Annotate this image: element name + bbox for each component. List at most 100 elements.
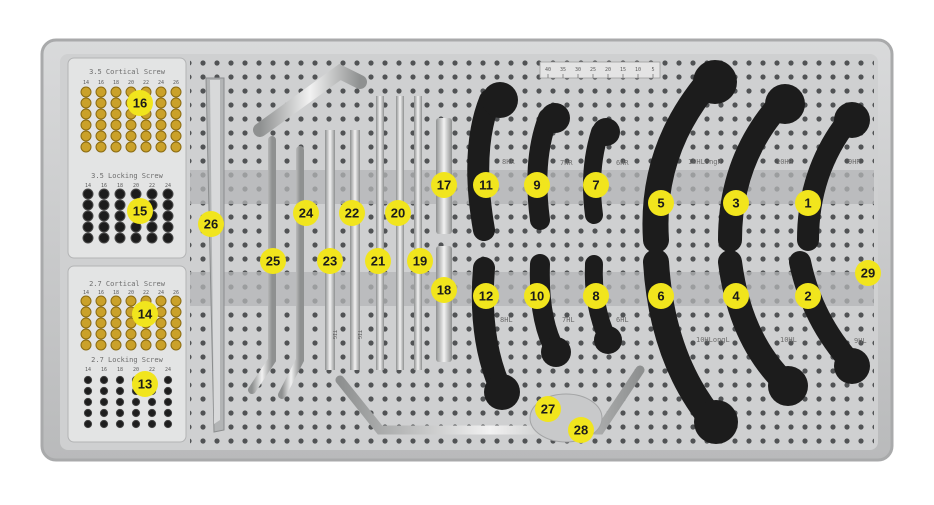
plate-head — [834, 348, 870, 384]
screw-head — [115, 419, 125, 429]
screw-head — [98, 199, 110, 211]
screw-size-label: 26 — [173, 290, 179, 296]
screw-head — [99, 386, 109, 396]
callout-number: 2 — [804, 289, 811, 304]
callout-number: 8 — [592, 289, 599, 304]
screw-head — [95, 306, 107, 318]
screw-head — [82, 199, 94, 211]
screw-head — [83, 419, 93, 429]
callout-number: 4 — [732, 289, 740, 304]
callout-29: 29 — [855, 260, 881, 286]
callout-number: 15 — [133, 204, 147, 219]
screw-head — [115, 386, 125, 396]
screw-head — [110, 86, 122, 98]
callout-dot — [385, 200, 411, 226]
screw-head — [170, 339, 182, 351]
plate-label: 10HLongL — [696, 336, 730, 344]
plate-head — [594, 326, 622, 354]
callout-dot — [317, 248, 343, 274]
callout-number: 11 — [479, 178, 493, 193]
screw-head — [115, 397, 125, 407]
callout-number: 19 — [413, 254, 427, 269]
locking-27-title: 2.7 Locking Screw — [91, 356, 163, 364]
screw-size-label: 24 — [158, 290, 164, 296]
screw-head — [125, 141, 137, 153]
screw-size-label: 18 — [113, 80, 119, 86]
screw-head — [140, 328, 152, 340]
screw-size-label: 22 — [149, 183, 155, 189]
locking-35-title: 3.5 Locking Screw — [91, 172, 163, 180]
callout-dot — [723, 190, 749, 216]
screw-head — [95, 97, 107, 109]
callout-11: 11 — [473, 172, 499, 198]
screw-head — [114, 199, 126, 211]
callout-dot — [524, 283, 550, 309]
screw-head — [155, 339, 167, 351]
screw-head — [83, 375, 93, 385]
ruler-tick-label: 5 — [651, 67, 654, 73]
screw-head — [131, 419, 141, 429]
callout-3: 3 — [723, 190, 749, 216]
screw-head — [95, 108, 107, 120]
screw-head — [99, 375, 109, 385]
screw-head — [163, 397, 173, 407]
plate-label: 10HL — [780, 336, 797, 344]
callout-24: 24 — [293, 200, 319, 226]
callout-dot — [293, 200, 319, 226]
callout-number: 23 — [323, 254, 337, 269]
callout-dot — [795, 190, 821, 216]
callout-number: 18 — [437, 283, 451, 298]
screw-size-label: 22 — [143, 290, 149, 296]
screw-size-label: 24 — [165, 183, 171, 189]
screw-size-label: 14 — [85, 367, 91, 373]
screw-head — [140, 119, 152, 131]
callout-2: 2 — [795, 283, 821, 309]
screw-head — [140, 339, 152, 351]
screw-size-label: 20 — [133, 367, 139, 373]
plate-label: 6HL — [616, 316, 629, 324]
screw-size-label: 16 — [101, 183, 107, 189]
callout-number: 16 — [133, 96, 147, 111]
callout-number: 29 — [861, 266, 875, 281]
screw-head — [114, 210, 126, 222]
callout-dot — [583, 172, 609, 198]
screw-size-label: 20 — [128, 80, 134, 86]
callout-dot — [648, 283, 674, 309]
screw-head — [110, 108, 122, 120]
callout-number: 1 — [804, 196, 811, 211]
callout-dot — [535, 396, 561, 422]
drill-bits — [376, 96, 422, 370]
screw-head — [155, 295, 167, 307]
callout-23: 23 — [317, 248, 343, 274]
screw-head — [80, 317, 92, 329]
screw-head — [146, 188, 158, 200]
screw-head — [155, 328, 167, 340]
callout-17: 17 — [431, 172, 457, 198]
screw-head — [110, 306, 122, 318]
screw-head — [95, 339, 107, 351]
screw-head — [110, 97, 122, 109]
callout-4: 4 — [723, 283, 749, 309]
callout-number: 28 — [574, 423, 588, 438]
drill-label-a: TIG — [331, 330, 337, 339]
plate-label: 8HL — [500, 316, 513, 324]
ruler-tick-label: 40 — [545, 67, 551, 73]
screw-head — [83, 408, 93, 418]
screw-head — [162, 232, 174, 244]
screw-size-label: 18 — [113, 290, 119, 296]
plate-label: 7HR — [560, 159, 573, 167]
callout-18: 18 — [431, 277, 457, 303]
screw-head — [140, 141, 152, 153]
bone-plate — [642, 67, 723, 253]
callout-dot — [568, 417, 594, 443]
screw-size-label: 24 — [158, 80, 164, 86]
plate-head — [765, 84, 805, 124]
callout-9: 9 — [524, 172, 550, 198]
screw-head — [95, 295, 107, 307]
screw-head — [162, 199, 174, 211]
ruler-tick-label: 10 — [635, 67, 641, 73]
screw-size-label: 18 — [117, 183, 123, 189]
